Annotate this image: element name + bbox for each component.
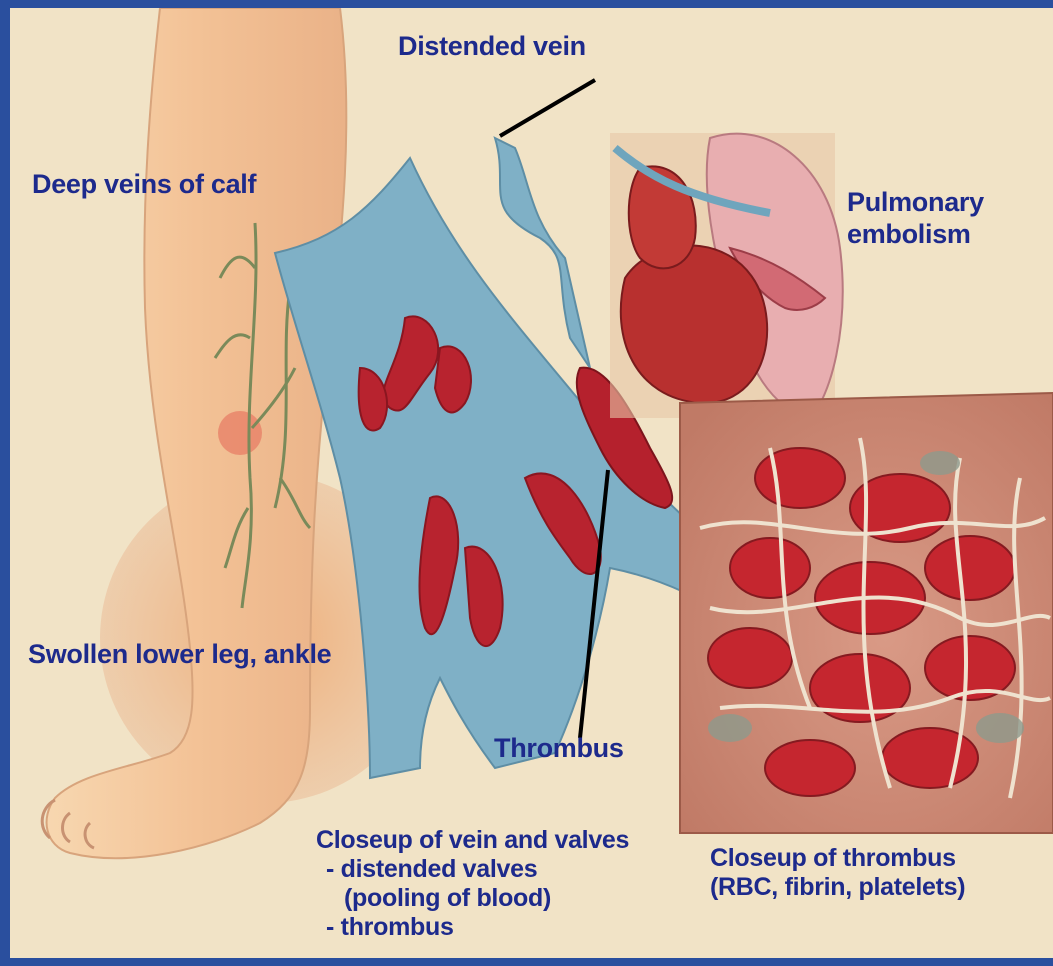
label-thrombus: Thrombus: [494, 732, 624, 764]
closeup-thrombus-line-1: Closeup of thrombus: [710, 844, 965, 873]
illustration-canvas: Distended vein Deep veins of calf Pulmon…: [10, 8, 1053, 958]
inflamed-spot: [218, 411, 262, 455]
label-pulmonary-embolism: Pulmonary embolism: [847, 186, 984, 250]
label-closeup-thrombus: Closeup of thrombus (RBC, fibrin, platel…: [710, 844, 965, 902]
lower-leg: [47, 8, 347, 858]
label-pulmonary-embolism-line-2: embolism: [847, 218, 984, 250]
closeup-vein-line-3: (pooling of blood): [316, 884, 629, 913]
label-closeup-vein-valves: Closeup of vein and valves - distended v…: [316, 826, 629, 942]
closeup-thrombus-line-2: (RBC, fibrin, platelets): [710, 873, 965, 902]
closeup-vein-line-2: - distended valves: [316, 855, 629, 884]
closeup-vein-line-4: - thrombus: [316, 913, 629, 942]
dvt-illustration: [10, 8, 1053, 958]
label-distended-vein: Distended vein: [398, 30, 586, 62]
closeup-vein-line-1: Closeup of vein and valves: [316, 826, 629, 855]
distended-vein-leader: [500, 80, 595, 136]
label-pulmonary-embolism-line-1: Pulmonary: [847, 186, 984, 218]
label-swollen-lower-leg: Swollen lower leg, ankle: [28, 638, 331, 670]
label-deep-veins-of-calf: Deep veins of calf: [32, 168, 256, 200]
